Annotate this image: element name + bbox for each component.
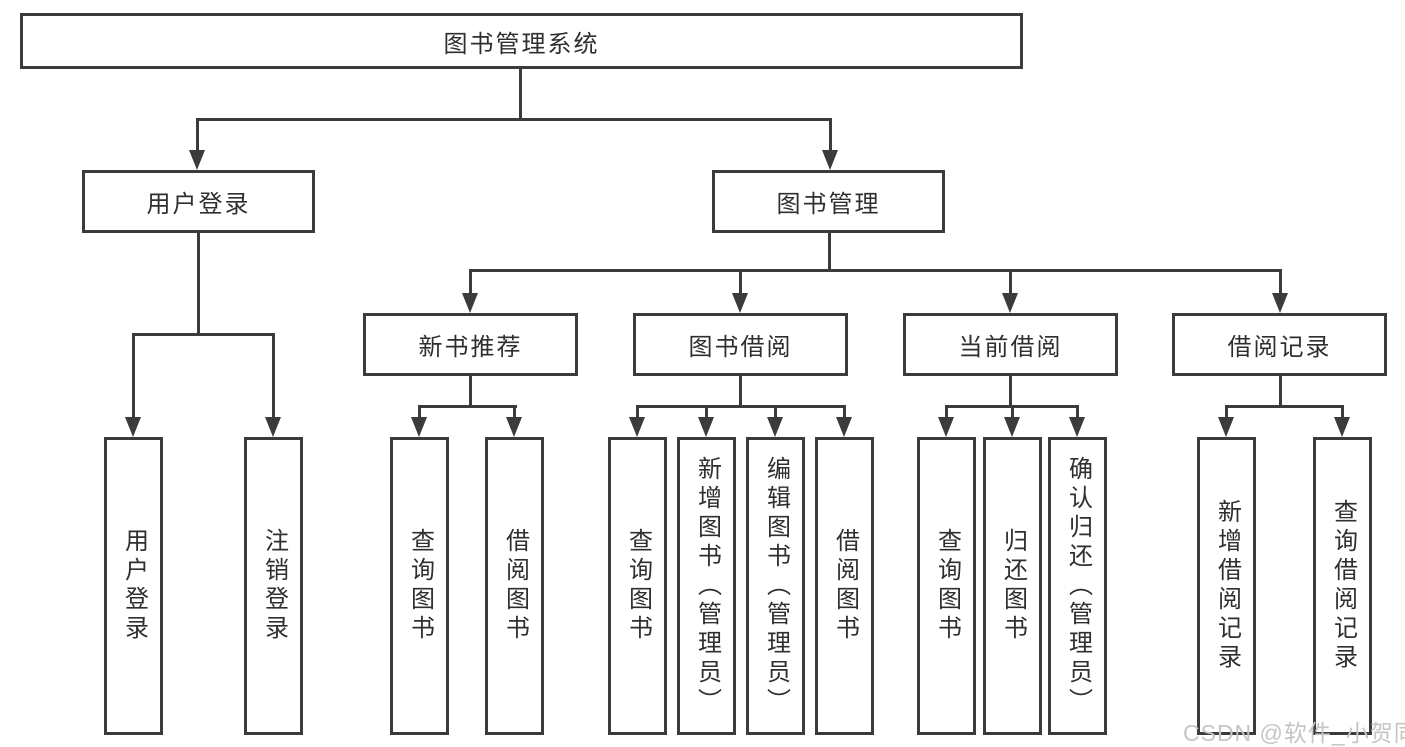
arrow-down-icon xyxy=(125,417,141,437)
connector-line xyxy=(739,376,742,408)
connector-line xyxy=(469,269,472,296)
arrow-down-icon xyxy=(506,417,522,437)
arrow-down-icon xyxy=(822,150,838,170)
leaf-return-books: 归还图书 xyxy=(983,437,1042,735)
arrow-down-icon xyxy=(1002,293,1018,313)
connector-line xyxy=(469,376,472,408)
leaf-borrow-books-borrowing-label: 借阅图书 xyxy=(831,528,859,644)
arrow-down-icon xyxy=(1069,417,1085,437)
connector-line xyxy=(1225,405,1343,408)
connector-line xyxy=(739,269,742,296)
arrow-down-icon xyxy=(411,417,427,437)
leaf-borrow-books-borrowing: 借阅图书 xyxy=(815,437,874,735)
leaf-edit-books-admin-label: 编辑图书（管理员） xyxy=(762,455,790,717)
leaf-user-login-label: 用户登录 xyxy=(120,528,148,644)
arrow-down-icon xyxy=(698,417,714,437)
leaf-add-borrow-record: 新增借阅记录 xyxy=(1197,437,1256,735)
arrow-down-icon xyxy=(836,417,852,437)
connector-line xyxy=(1076,405,1079,420)
arrow-down-icon xyxy=(629,417,645,437)
arrow-down-icon xyxy=(767,417,783,437)
connector-line xyxy=(197,233,200,335)
node-root: 图书管理系统 xyxy=(20,13,1023,69)
connector-line xyxy=(1279,376,1282,408)
leaf-borrow-books-recommend-label: 借阅图书 xyxy=(501,528,529,644)
arrow-down-icon xyxy=(1218,417,1234,437)
leaf-query-books-current-label: 查询图书 xyxy=(933,528,961,644)
leaf-query-books-borrowing: 查询图书 xyxy=(608,437,667,735)
connector-line xyxy=(1009,376,1012,408)
node-book-management-label: 图书管理 xyxy=(776,191,881,218)
connector-line xyxy=(132,333,275,336)
connector-line xyxy=(469,269,1281,272)
connector-line xyxy=(196,118,832,121)
connector-line xyxy=(828,233,831,271)
node-borrowing-records-label: 借阅记录 xyxy=(1227,334,1332,361)
leaf-add-books-admin: 新增图书（管理员） xyxy=(677,437,736,735)
leaf-add-books-admin-label: 新增图书（管理员） xyxy=(693,455,721,717)
connector-line xyxy=(132,333,135,420)
leaf-query-books-current: 查询图书 xyxy=(917,437,976,735)
leaf-confirm-return-admin-label: 确认归还（管理员） xyxy=(1064,455,1092,717)
connector-line xyxy=(519,69,522,120)
arrow-down-icon xyxy=(938,417,954,437)
leaf-logout-label: 注销登录 xyxy=(260,528,288,644)
connector-line xyxy=(1341,405,1344,420)
connector-line xyxy=(418,405,517,408)
connector-line xyxy=(774,405,777,420)
node-book-borrowing: 图书借阅 xyxy=(633,313,848,376)
leaf-query-borrow-record-label: 查询借阅记录 xyxy=(1329,499,1357,673)
node-user-login: 用户登录 xyxy=(82,170,315,233)
node-root-label: 图书管理系统 xyxy=(443,30,600,58)
connector-line xyxy=(196,118,199,152)
node-user-login-label: 用户登录 xyxy=(146,191,251,218)
leaf-query-books-recommend-label: 查询图书 xyxy=(406,528,434,644)
connector-line xyxy=(1279,269,1282,296)
leaf-query-borrow-record: 查询借阅记录 xyxy=(1313,437,1372,735)
connector-line xyxy=(945,405,948,420)
arrow-down-icon xyxy=(1004,417,1020,437)
leaf-borrow-books-recommend: 借阅图书 xyxy=(485,437,544,735)
leaf-logout: 注销登录 xyxy=(244,437,303,735)
connector-line xyxy=(705,405,708,420)
connector-line xyxy=(636,405,639,420)
connector-line xyxy=(829,118,832,152)
connector-line xyxy=(1225,405,1228,420)
connector-line xyxy=(636,405,846,408)
arrow-down-icon xyxy=(189,150,205,170)
node-new-book-recommend-label: 新书推荐 xyxy=(418,334,523,361)
leaf-edit-books-admin: 编辑图书（管理员） xyxy=(746,437,805,735)
arrow-down-icon xyxy=(462,293,478,313)
node-book-management: 图书管理 xyxy=(712,170,945,233)
leaf-confirm-return-admin: 确认归还（管理员） xyxy=(1048,437,1107,735)
connector-line xyxy=(418,405,421,420)
leaf-user-login: 用户登录 xyxy=(104,437,163,735)
connector-line xyxy=(843,405,846,420)
leaf-query-books-recommend: 查询图书 xyxy=(390,437,449,735)
node-borrowing-records: 借阅记录 xyxy=(1172,313,1387,376)
node-new-book-recommend: 新书推荐 xyxy=(363,313,578,376)
node-book-borrowing-label: 图书借阅 xyxy=(688,334,793,361)
arrow-down-icon xyxy=(1334,417,1350,437)
arrow-down-icon xyxy=(1272,293,1288,313)
connector-line xyxy=(1009,269,1012,296)
node-current-borrowing-label: 当前借阅 xyxy=(958,334,1063,361)
leaf-add-borrow-record-label: 新增借阅记录 xyxy=(1213,499,1241,673)
connector-line xyxy=(1011,405,1014,420)
arrow-down-icon xyxy=(732,293,748,313)
node-current-borrowing: 当前借阅 xyxy=(903,313,1118,376)
connector-line xyxy=(513,405,516,420)
connector-line xyxy=(272,333,275,420)
leaf-query-books-borrowing-label: 查询图书 xyxy=(624,528,652,644)
watermark-text: CSDN @软件_小贺同学 xyxy=(1183,720,1405,746)
leaf-return-books-label: 归还图书 xyxy=(999,528,1027,644)
arrow-down-icon xyxy=(265,417,281,437)
